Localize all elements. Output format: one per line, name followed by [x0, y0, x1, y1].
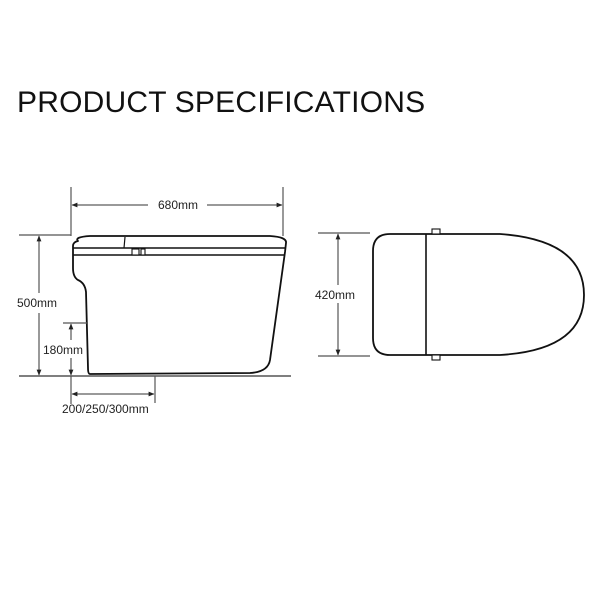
hinge-tab-icon	[431, 354, 441, 361]
top-view: 420mm	[315, 228, 585, 361]
toilet-side-outline	[72, 235, 287, 375]
top-width-dimension-label: 420mm	[315, 288, 355, 302]
width-dimension-label: 680mm	[158, 198, 198, 212]
rough-in-dimension-label: 200/250/300mm	[62, 402, 149, 416]
toilet-top-outline	[372, 233, 585, 356]
control-button-icon	[131, 248, 140, 256]
hinge-tab-icon	[431, 228, 441, 235]
height-dimension-label: 500mm	[17, 296, 57, 310]
seat-height-dimension-label: 180mm	[43, 343, 83, 357]
page-title: PRODUCT SPECIFICATIONS	[17, 86, 426, 119]
side-view: 680mm 500mm 180mm 200/250/300mm	[17, 187, 291, 416]
